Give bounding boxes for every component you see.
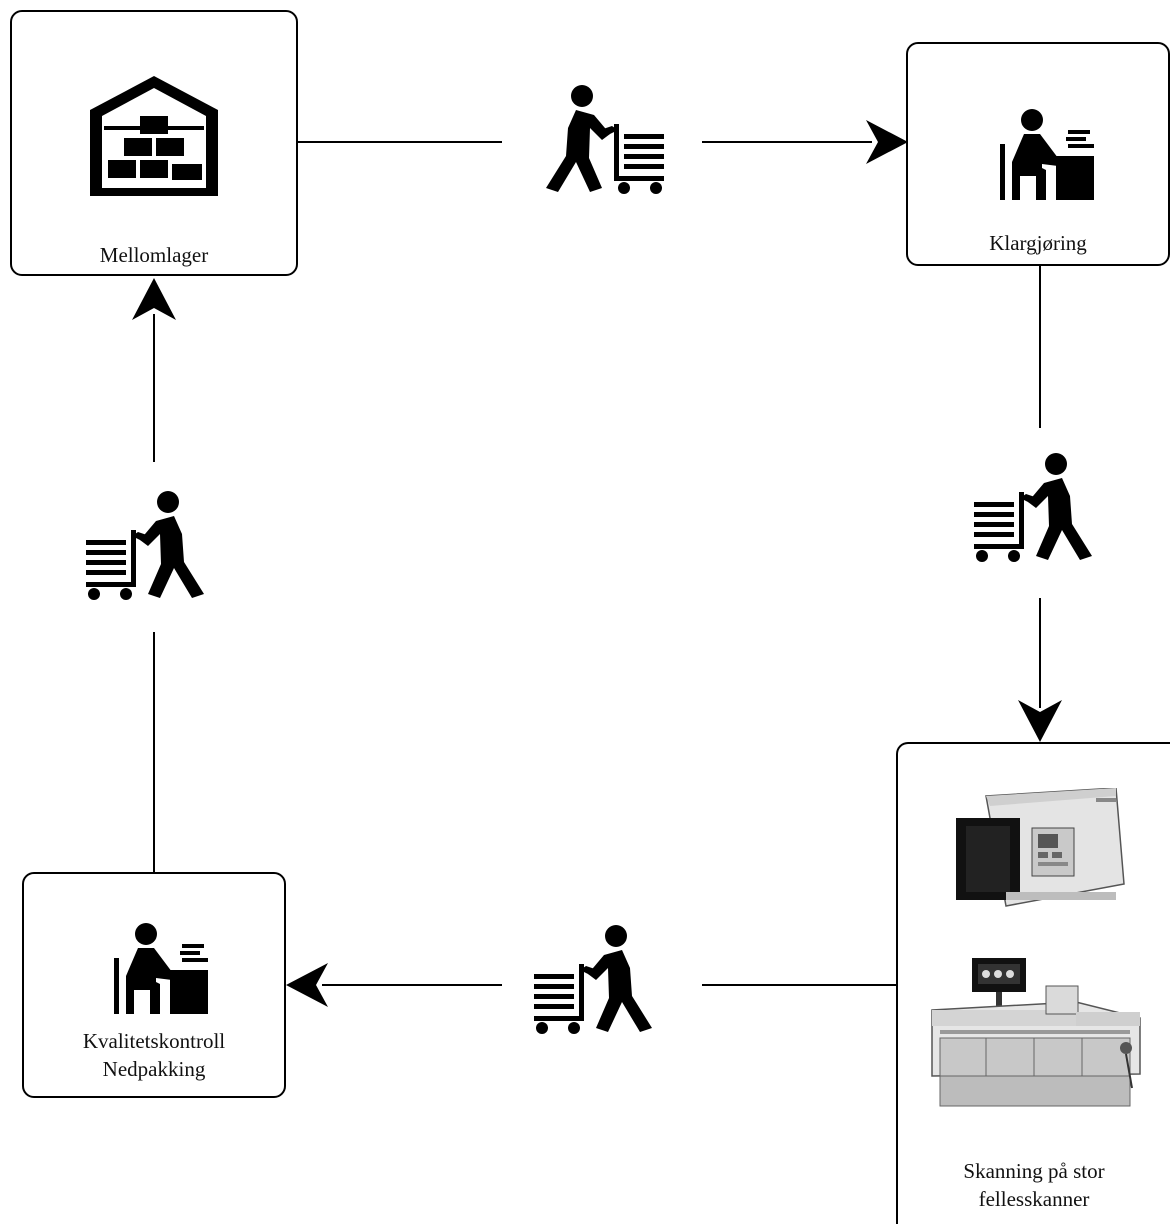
large-format-scanner-icon <box>931 958 1141 1107</box>
hand-truck-worker-icon <box>974 453 1092 562</box>
node-skanning: Skanning på stor fellesskanner <box>896 742 1170 1224</box>
hand-truck-worker-icon <box>86 491 204 600</box>
node-mellomlager: Mellomlager <box>10 10 298 276</box>
node-kvalitetskontroll: Kvalitetskontroll Nedpakking <box>22 872 286 1098</box>
hand-truck-worker-icon <box>534 925 652 1034</box>
hand-truck-worker-icon <box>546 85 664 194</box>
node-label-kvalitet-line2: Nedpakking <box>102 1057 206 1081</box>
node-label-mellomlager: Mellomlager <box>99 243 209 267</box>
arrowhead-to-mellomlager <box>132 278 176 320</box>
arrowhead-to-klargjoring <box>866 120 908 164</box>
arrowhead-to-skanning <box>1018 700 1062 742</box>
node-label-skanning-line1: Skanning på stor <box>963 1159 1105 1183</box>
node-label-klargjoring: Klargjøring <box>989 231 1087 255</box>
document-scanner-icon <box>956 788 1125 907</box>
node-klargjoring: Klargjøring <box>906 42 1170 266</box>
warehouse-icon <box>90 76 218 196</box>
worker-at-desk-icon <box>1000 109 1094 200</box>
node-label-skanning-line2: fellesskanner <box>978 1187 1090 1211</box>
node-label-kvalitet-line1: Kvalitetskontroll <box>82 1029 226 1053</box>
worker-at-desk-icon <box>114 923 208 1014</box>
arrowhead-to-kvalitet <box>286 963 328 1007</box>
